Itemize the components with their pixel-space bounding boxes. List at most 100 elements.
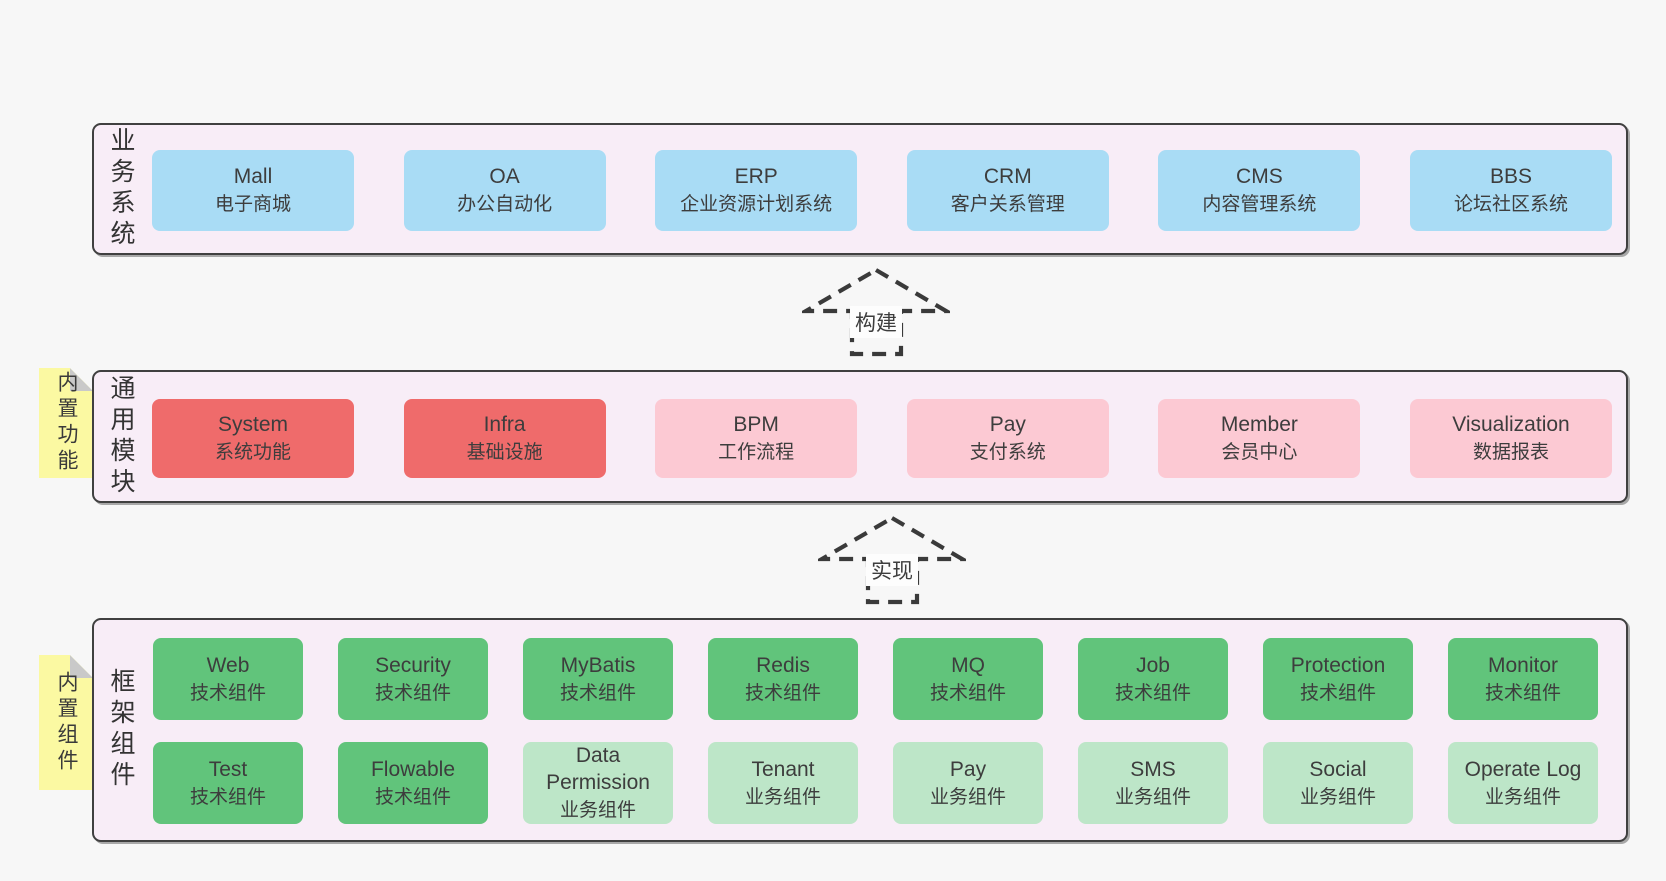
diagram-box: BPM 工作流程 — [655, 399, 858, 478]
diagram-box: CRM 客户关系管理 — [906, 150, 1109, 231]
box-subtitle: 基础设施 — [466, 442, 543, 464]
box-name: Flowable — [370, 757, 456, 781]
layer-business-systems: 业务系统 Mall 电子商城 OA 办公自动化 ERP 企业资源计划系统 — [92, 123, 1628, 255]
up-arrow-icon — [818, 515, 966, 605]
diagram-box: Pay 业务组件 — [893, 742, 1043, 824]
box-subtitle: 系统功能 — [214, 442, 291, 464]
box-subtitle: 业务组件 — [744, 786, 821, 808]
diagram-box: CMS 内容管理系统 — [1158, 150, 1361, 231]
box-name: Social — [1309, 757, 1367, 781]
diagram-box: Security 技术组件 — [338, 638, 488, 720]
sticky-tag-builtin-features: 内置功能 — [39, 368, 93, 478]
box-name: Security — [375, 653, 451, 677]
box-name: Job — [1136, 653, 1170, 677]
diagram-box: Test 技术组件 — [153, 742, 303, 824]
layer-common-modules: 通用模块 System 系统功能 Infra 基础设施 BPM 工作流程 — [92, 370, 1628, 503]
diagram-box: BBS 论坛社区系统 — [1409, 150, 1612, 231]
box-name: MyBatis — [560, 653, 636, 677]
diagram-box: Member 会员中心 — [1158, 399, 1361, 478]
box-name: Data Permission — [546, 743, 650, 795]
box-name: Tenant — [751, 757, 815, 781]
box-name: OA — [489, 165, 520, 188]
diagram-box: Operate Log 业务组件 — [1448, 742, 1598, 824]
box-subtitle: 技术组件 — [374, 682, 451, 704]
arrow-label: 实现 — [866, 554, 918, 586]
box-name: Web — [206, 653, 250, 677]
box-name: Mall — [233, 165, 273, 188]
component-box-row-2: Test 技术组件 Flowable 技术组件 Data Permission … — [94, 742, 1626, 824]
box-name: Protection — [1290, 653, 1386, 677]
up-arrow-icon — [802, 267, 950, 357]
box-subtitle: 业务组件 — [559, 800, 636, 822]
box-subtitle: 论坛社区系统 — [1453, 194, 1568, 216]
box-name: Redis — [756, 653, 810, 677]
box-subtitle: 技术组件 — [189, 682, 266, 704]
dashed-up-arrow-build: 构建 — [802, 266, 950, 358]
box-subtitle: 工作流程 — [718, 442, 795, 464]
diagram-box: SMS 业务组件 — [1078, 742, 1228, 824]
diagram-box: Visualization 数据报表 — [1409, 399, 1612, 478]
diagram-box: Protection 技术组件 — [1263, 638, 1413, 720]
box-subtitle: 技术组件 — [1299, 682, 1376, 704]
arrow-label: 构建 — [850, 306, 902, 338]
component-box-row-1: Web 技术组件 Security 技术组件 MyBatis 技术组件 Redi… — [94, 638, 1626, 720]
diagram-box: System 系统功能 — [152, 399, 354, 478]
box-subtitle: 业务组件 — [929, 786, 1006, 808]
box-name: BPM — [733, 413, 779, 436]
box-name: Monitor — [1487, 653, 1559, 677]
tag-label: 内置功能 — [55, 371, 78, 475]
box-name: Member — [1220, 413, 1298, 436]
box-name: Pay — [989, 413, 1026, 436]
box-subtitle: 技术组件 — [374, 786, 451, 808]
box-name: Visualization — [1452, 413, 1570, 436]
box-subtitle: 技术组件 — [1114, 682, 1191, 704]
box-subtitle: 技术组件 — [559, 682, 636, 704]
diagram-box: Mall 电子商城 — [152, 150, 354, 231]
box-subtitle: 企业资源计划系统 — [680, 194, 833, 216]
diagram-box: MyBatis 技术组件 — [523, 638, 673, 720]
diagram-box: Tenant 业务组件 — [708, 742, 858, 824]
box-subtitle: 业务组件 — [1484, 786, 1561, 808]
box-subtitle: 技术组件 — [929, 682, 1006, 704]
box-subtitle: 办公自动化 — [457, 194, 553, 216]
diagram-box: Job 技术组件 — [1078, 638, 1228, 720]
box-subtitle: 技术组件 — [189, 786, 266, 808]
box-name: SMS — [1130, 757, 1176, 781]
diagram-box: Web 技术组件 — [153, 638, 303, 720]
tag-label: 内置组件 — [55, 670, 78, 775]
box-name: Pay — [949, 757, 987, 781]
box-name: BBS — [1489, 165, 1532, 188]
diagram-box: Flowable 技术组件 — [338, 742, 488, 824]
sticky-tag-builtin-components: 内置组件 — [39, 655, 93, 790]
diagram-box: ERP 企业资源计划系统 — [655, 150, 858, 231]
box-subtitle: 业务组件 — [1299, 786, 1376, 808]
layer-label: 通用模块 — [107, 374, 135, 499]
box-name: CMS — [1236, 165, 1283, 188]
box-subtitle: 会员中心 — [1221, 442, 1298, 464]
box-name: ERP — [734, 165, 778, 188]
box-subtitle: 业务组件 — [1114, 786, 1191, 808]
box-subtitle: 内容管理系统 — [1202, 194, 1317, 216]
diagram-box: Social 业务组件 — [1263, 742, 1413, 824]
box-name: Infra — [483, 413, 526, 436]
dashed-up-arrow-implement: 实现 — [818, 514, 966, 606]
diagram-box: Data Permission 业务组件 — [523, 742, 673, 824]
box-subtitle: 数据报表 — [1472, 442, 1549, 464]
box-name: Operate Log — [1464, 757, 1582, 781]
module-box-row: System 系统功能 Infra 基础设施 BPM 工作流程 Pay 支付系统 — [94, 399, 1626, 478]
diagram-box: Redis 技术组件 — [708, 638, 858, 720]
layer-label: 业务系统 — [107, 127, 135, 251]
diagram-box: OA 办公自动化 — [403, 150, 606, 231]
box-subtitle: 电子商城 — [214, 194, 291, 216]
box-subtitle: 技术组件 — [1484, 682, 1561, 704]
diagram-box: Infra 基础设施 — [403, 399, 606, 478]
diagram-box: MQ 技术组件 — [893, 638, 1043, 720]
layer-label: 框架组件 — [107, 668, 135, 792]
box-subtitle: 支付系统 — [969, 442, 1046, 464]
box-name: CRM — [983, 165, 1032, 188]
box-subtitle: 技术组件 — [744, 682, 821, 704]
layer-framework-components: 框架组件 Web 技术组件 Security 技术组件 MyBatis 技术组件 — [92, 618, 1628, 842]
business-box-row: Mall 电子商城 OA 办公自动化 ERP 企业资源计划系统 CRM 客户关系… — [94, 150, 1626, 231]
box-name: Test — [208, 757, 248, 781]
